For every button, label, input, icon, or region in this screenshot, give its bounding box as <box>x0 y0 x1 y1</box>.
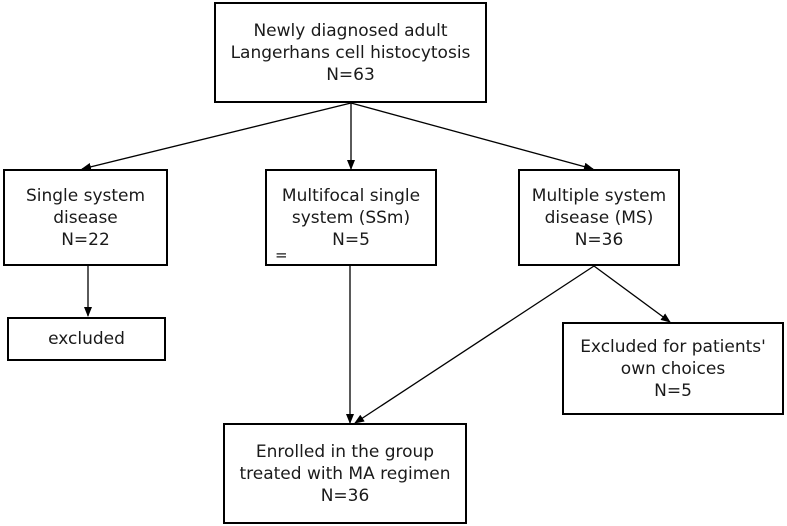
node-enrolled-line-1: Enrolled in the group <box>255 441 435 462</box>
node-multiple-system-line-2: disease (MS) <box>544 207 654 228</box>
node-single-system-line-3: N=22 <box>61 229 110 250</box>
node-single-system-line-2: disease <box>53 207 118 228</box>
arrow-root-to-multiple-system <box>350 102 594 171</box>
arrow-root-to-single-system <box>81 102 352 171</box>
node-root-line-1: Newly diagnosed adult <box>253 20 448 41</box>
node-excluded: excluded <box>7 317 166 361</box>
node-enrolled-line-3: N=36 <box>320 485 370 506</box>
node-excluded-choices-line-1: Excluded for patients' <box>580 336 766 357</box>
node-multiple-system: Multiple system disease (MS) N=36 <box>518 169 680 266</box>
node-multifocal-line-3: N=5 <box>332 230 370 250</box>
node-multifocal-line-1: Multifocal single <box>281 186 421 206</box>
node-single-system: Single system disease N=22 <box>3 169 168 266</box>
node-root: Newly diagnosed adult Langerhans cell hi… <box>214 2 487 103</box>
node-single-system-line-1: Single system <box>25 185 146 206</box>
node-excluded-choices: Excluded for patients' own choices N=5 <box>562 322 784 415</box>
node-multifocal-line-2: system (SSm) <box>291 208 411 228</box>
arrow-multiple-system-to-excluded-choices <box>593 265 671 323</box>
node-multifocal-single-system: Multifocal single system (SSm) N=5 = <box>265 169 437 266</box>
node-excluded-line-1: excluded <box>48 329 125 349</box>
node-enrolled-line-2: treated with MA regimen <box>239 463 451 484</box>
node-multifocal-stray-mark: = <box>275 246 288 264</box>
node-multiple-system-line-1: Multiple system <box>531 185 667 206</box>
node-excluded-choices-line-3: N=5 <box>654 380 692 401</box>
node-enrolled: Enrolled in the group treated with MA re… <box>223 423 467 524</box>
arrow-multiple-system-to-enrolled <box>354 265 595 424</box>
node-root-line-2: Langerhans cell histocytosis <box>230 42 471 63</box>
node-excluded-choices-line-2: own choices <box>620 358 726 379</box>
node-root-line-3: N=63 <box>326 64 375 85</box>
node-multiple-system-line-3: N=36 <box>574 229 624 250</box>
